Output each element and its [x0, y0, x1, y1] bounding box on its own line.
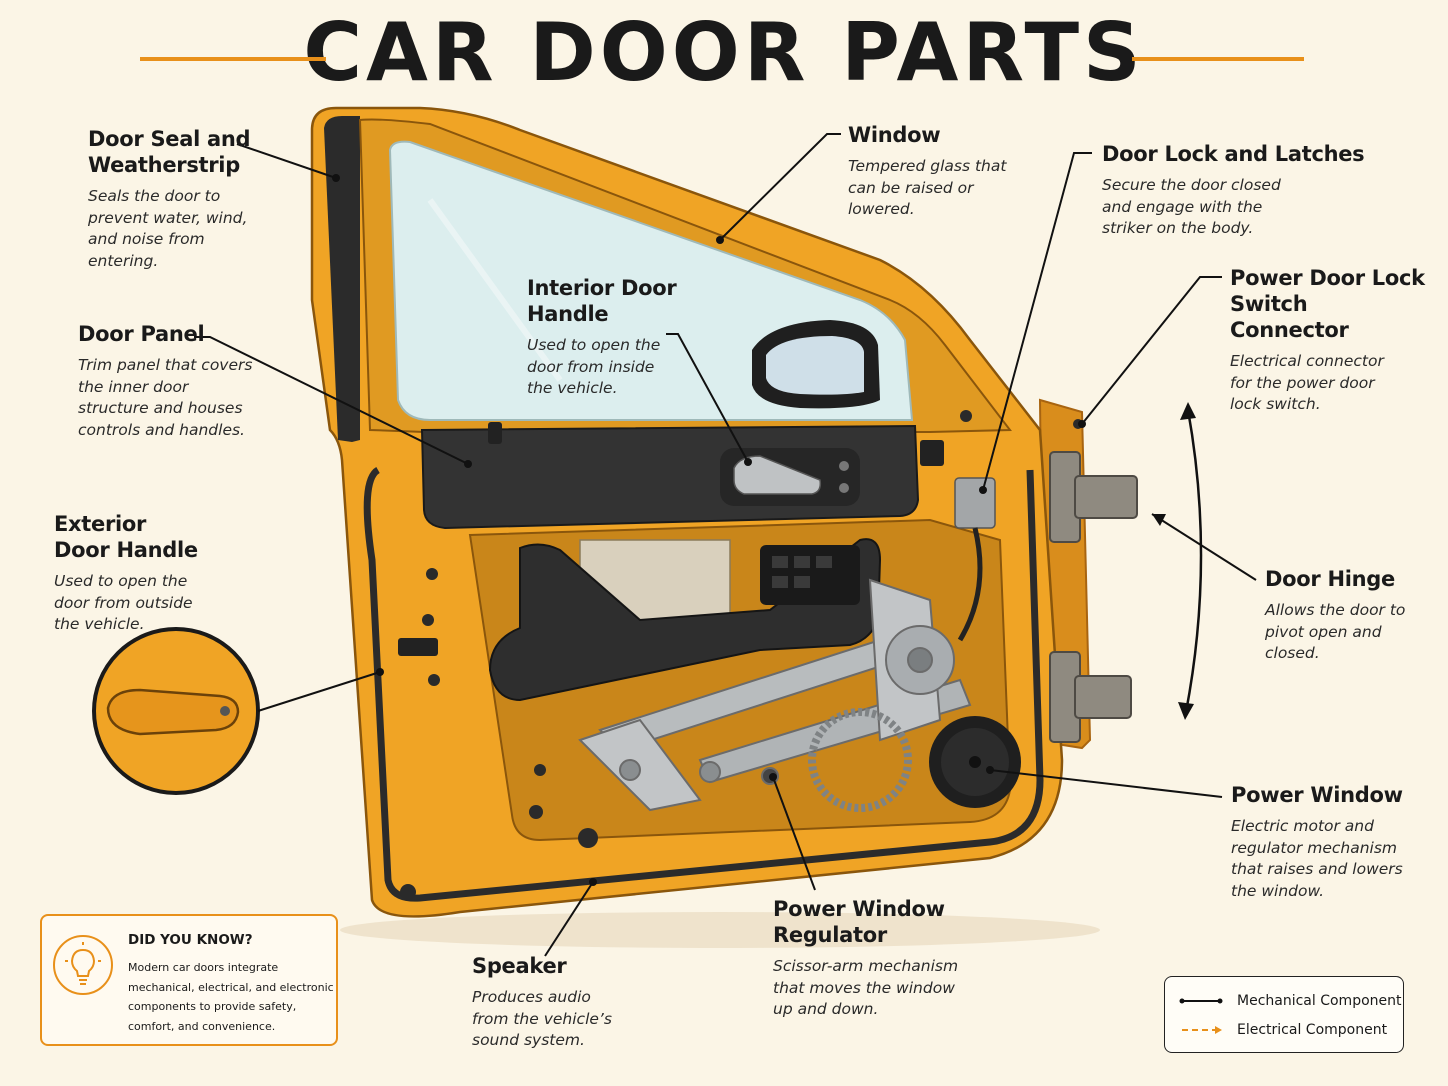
door-swing-arrow: [1184, 409, 1203, 713]
door-lock-desc-2: and engage with the: [1102, 197, 1263, 216]
did-you-know-text: Modern car doors integrate mechanical, e…: [128, 961, 334, 1033]
door-panel-desc-4: controls and handles.: [78, 420, 245, 439]
exterior-handle-icon: [106, 688, 240, 736]
window-desc-1: Tempered glass that: [848, 157, 1007, 175]
power-lock-title-1: Power Door Lock: [1230, 266, 1425, 290]
power-window-desc-3: that raises and lowers: [1231, 860, 1403, 878]
exterior-handle-desc-2: door from outside: [54, 593, 193, 612]
door-lock-desc-3: striker on the body.: [1102, 219, 1254, 237]
electrical-line-icon: [1182, 1026, 1222, 1034]
door-hinge-desc-2: pivot open and: [1265, 622, 1382, 641]
label-door-lock: Door Lock and Latches Secure the door cl…: [1102, 141, 1372, 240]
door-hinge-desc-1: Allows the door to: [1265, 601, 1406, 619]
power-lock-desc-1: Electrical connector: [1230, 352, 1384, 370]
power-window-desc-2: regulator mechanism: [1231, 838, 1398, 857]
door-lock-title: Door Lock and Latches: [1102, 142, 1365, 166]
legend-electrical: Electrical Component: [1179, 1020, 1387, 1040]
door-seal-desc-2: prevent water, wind,: [88, 208, 248, 227]
door-hinge-title: Door Hinge: [1265, 567, 1395, 591]
window-title: Window: [848, 123, 941, 147]
label-window: Window Tempered glass that can be raised …: [848, 122, 1048, 221]
power-window-desc-4: the window.: [1231, 881, 1325, 900]
weatherstrip-bottom: [363, 466, 1044, 902]
regulator-desc-2: that moves the window: [773, 978, 955, 997]
exterior-handle-title-1: Exterior: [54, 512, 147, 536]
exterior-handle-desc-3: the vehicle.: [54, 615, 145, 633]
power-window-title: Power Window: [1231, 783, 1403, 807]
door-lock-desc-1: Secure the door closed: [1102, 176, 1281, 194]
mechanical-line-icon: [1179, 998, 1223, 1004]
lock-knob: [488, 422, 502, 444]
speaker-desc-1: Produces audio: [472, 988, 591, 1006]
leader-lines: [194, 133, 1257, 957]
door-panel-desc-3: structure and houses: [78, 399, 243, 417]
label-door-hinge: Door Hinge Allows the door to pivot open …: [1265, 566, 1435, 665]
interior-handle-desc-1: Used to open the: [527, 336, 661, 354]
door-seal-title-2: Weatherstrip: [88, 153, 240, 177]
door-seal-title-1: Door Seal and: [88, 127, 251, 151]
door-panel-desc-1: Trim panel that covers: [78, 356, 253, 374]
exterior-latch-slot: [398, 638, 438, 656]
armrest: [488, 538, 882, 702]
label-interior-handle: Interior Door Handle Used to open the doo…: [527, 275, 757, 400]
power-lock-desc-3: lock switch.: [1230, 395, 1321, 413]
title-rule-left: [140, 57, 326, 61]
ground-shadow: [340, 912, 1100, 948]
speaker-desc-3: sound system.: [472, 1031, 585, 1049]
power-window-desc-1: Electric motor and: [1231, 817, 1374, 835]
door-seal-desc-3: and noise from: [88, 230, 205, 248]
speaker-title: Speaker: [472, 954, 567, 978]
power-lock-title-2: Switch Connector: [1230, 292, 1349, 342]
regulator-desc-3: up and down.: [773, 1000, 879, 1018]
label-speaker: Speaker Produces audio from the vehicle’s…: [472, 953, 672, 1052]
lightbulb-icon: [53, 935, 113, 995]
speaker-desc-2: from the vehicle’s: [472, 1009, 612, 1028]
label-power-window: Power Window Electric motor and regulator…: [1231, 782, 1431, 902]
window-switch-panel: [760, 545, 860, 605]
interior-handle-title: Interior Door Handle: [527, 276, 677, 326]
interior-handle-desc-2: door from inside: [527, 357, 655, 376]
regulator-desc-1: Scissor-arm mechanism: [773, 957, 959, 975]
page-title: CAR DOOR PARTS: [303, 6, 1145, 99]
door-panel-title: Door Panel: [78, 322, 205, 346]
legend-mechanical-label: Mechanical Component: [1237, 993, 1402, 1009]
door-hinge-desc-3: closed.: [1265, 644, 1320, 662]
exterior-handle-title-2: Door Handle: [54, 538, 198, 562]
door-lock-latch: [954, 477, 996, 529]
body-bolts: [400, 410, 1083, 900]
label-door-panel: Door Panel Trim panel that covers the inn…: [78, 321, 278, 441]
regulator-title-2: Regulator: [773, 923, 887, 947]
door-seal-desc-4: entering.: [88, 251, 159, 270]
window-desc-2: can be raised or: [848, 178, 974, 197]
legend-mechanical: Mechanical Component: [1179, 991, 1402, 1011]
regulator-title-1: Power Window: [773, 897, 945, 921]
legend-electrical-label: Electrical Component: [1237, 1022, 1388, 1038]
interior-handle-desc-3: the vehicle.: [527, 379, 618, 397]
weatherstrip: [324, 116, 360, 442]
exterior-handle-desc-1: Used to open the: [54, 572, 188, 590]
title-rule-right: [1132, 57, 1304, 61]
lock-connector: [920, 440, 944, 466]
legend: Mechanical Component Electrical Componen…: [1164, 976, 1404, 1053]
power-lock-desc-2: for the power door: [1230, 373, 1375, 392]
door-panel-desc-2: the inner door: [78, 377, 189, 396]
door-hinges: [1049, 451, 1138, 743]
window-desc-3: lowered.: [848, 200, 915, 218]
door-seal-desc-1: Seals the door to: [88, 187, 221, 205]
did-you-know-box: DID YOU KNOW? Modern car doors integrate…: [40, 914, 338, 1046]
did-you-know-title: DID YOU KNOW?: [128, 932, 253, 948]
